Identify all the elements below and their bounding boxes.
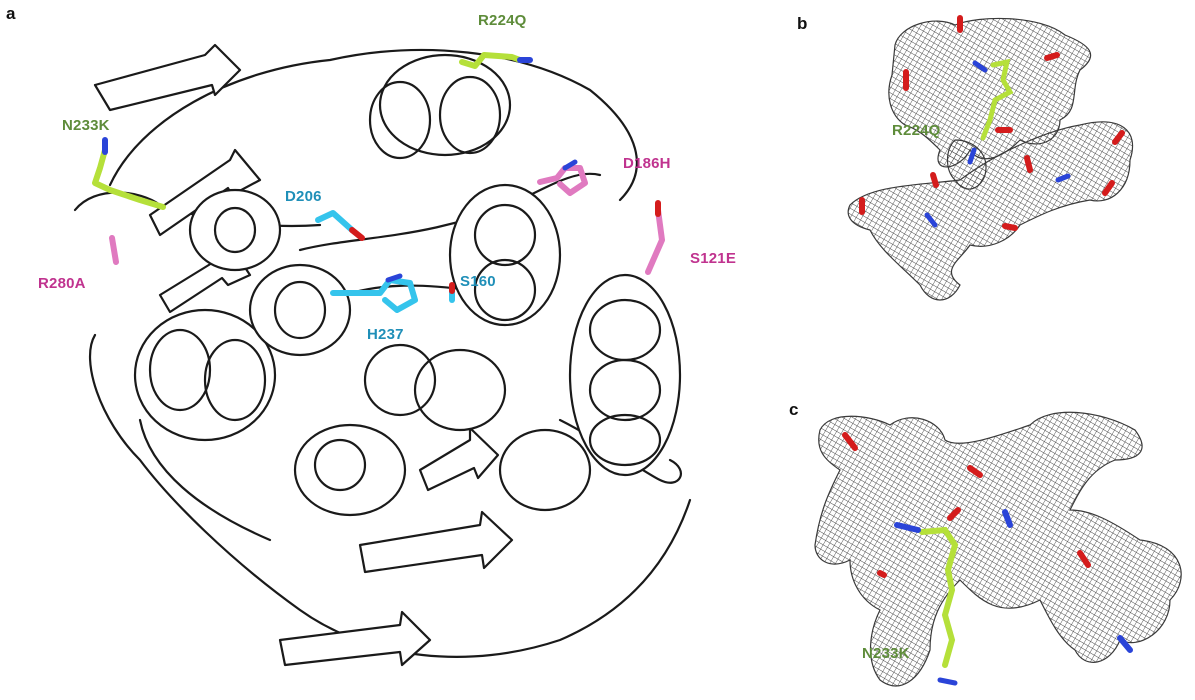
density-blob — [814, 411, 1182, 687]
ribbon-loop — [108, 48, 638, 202]
panel-letter-b: b — [797, 14, 808, 33]
ribbon-loop — [88, 333, 692, 658]
oxygen-atom — [842, 432, 858, 451]
alpha-helix — [588, 358, 662, 422]
nitrogen-atom — [562, 159, 578, 171]
residue-stick-r280a — [109, 235, 119, 265]
oxygen-atom — [930, 172, 939, 188]
oxygen-atom — [877, 570, 887, 578]
nitrogen-atom — [1055, 173, 1071, 183]
beta-strand — [278, 610, 432, 667]
residue-stick-r224q — [459, 52, 523, 69]
residue-stick-r224q — [980, 58, 1014, 141]
beta-strand — [148, 148, 262, 237]
label-n233k: N233K — [62, 117, 110, 134]
alpha-helix — [248, 263, 352, 357]
oxygen-atom — [947, 507, 961, 521]
beta-strand — [358, 510, 514, 574]
alpha-helix — [363, 343, 437, 417]
label-n233k-density: N233K — [862, 645, 910, 662]
beta-strand — [418, 426, 500, 492]
residue-stick-n233k — [919, 526, 959, 668]
alpha-helix — [473, 203, 537, 267]
density-blob — [946, 139, 987, 190]
alpha-helix — [473, 258, 537, 322]
label-s121e: S121E — [690, 250, 737, 267]
label-r280a: R280A — [38, 275, 86, 292]
alpha-helix — [378, 53, 512, 157]
residue-stick-s121e — [645, 207, 665, 275]
oxygen-atom — [1112, 130, 1125, 145]
density-blob — [847, 121, 1134, 301]
residue-stick-h237 — [330, 277, 418, 313]
alpha-helix — [498, 428, 592, 512]
alpha-helix — [148, 328, 212, 412]
oxygen-atom — [1102, 180, 1115, 196]
alpha-helix — [273, 280, 327, 340]
alpha-helix — [413, 348, 507, 432]
label-d206: D206 — [285, 188, 322, 205]
oxygen-atom — [1024, 155, 1033, 173]
nitrogen-atom — [967, 147, 977, 165]
oxygen-atom — [967, 465, 983, 478]
alpha-helix — [368, 80, 432, 160]
panel-letter-a: a — [6, 4, 16, 23]
beta-strand — [93, 43, 242, 112]
label-r224q: R224Q — [478, 12, 527, 29]
nitrogen-atom — [937, 677, 958, 686]
nitrogen-atom — [1002, 509, 1013, 528]
alpha-helix — [213, 206, 257, 254]
nitrogen-atom — [385, 273, 403, 283]
oxygen-atom — [1002, 223, 1018, 231]
alpha-helix — [448, 183, 562, 327]
residue-stick-n233k — [92, 147, 166, 210]
oxygen-atom — [1044, 52, 1060, 61]
panel-letter-c: c — [789, 400, 799, 419]
label-s160: S160 — [460, 273, 496, 290]
nitrogen-atom — [924, 212, 938, 228]
alpha-helix — [588, 413, 662, 467]
label-d186h: D186H — [623, 155, 671, 172]
ribbon-loop — [138, 418, 272, 542]
nitrogen-atom — [894, 522, 921, 533]
residue-stick-d206 — [315, 210, 355, 233]
alpha-helix — [203, 338, 267, 422]
nitrogen-atom — [972, 60, 988, 73]
label-h237: H237 — [367, 326, 404, 343]
alpha-helix — [438, 75, 502, 155]
protein-ribbon-structure — [73, 43, 692, 667]
alpha-helix — [188, 188, 282, 272]
nitrogen-atom — [1117, 635, 1133, 653]
oxygen-atom — [1077, 550, 1091, 568]
alpha-helix — [313, 438, 367, 492]
residue-stick-d186h — [537, 165, 588, 196]
oxygen-atom — [349, 227, 365, 241]
label-r224q-density: R224Q — [892, 122, 941, 139]
